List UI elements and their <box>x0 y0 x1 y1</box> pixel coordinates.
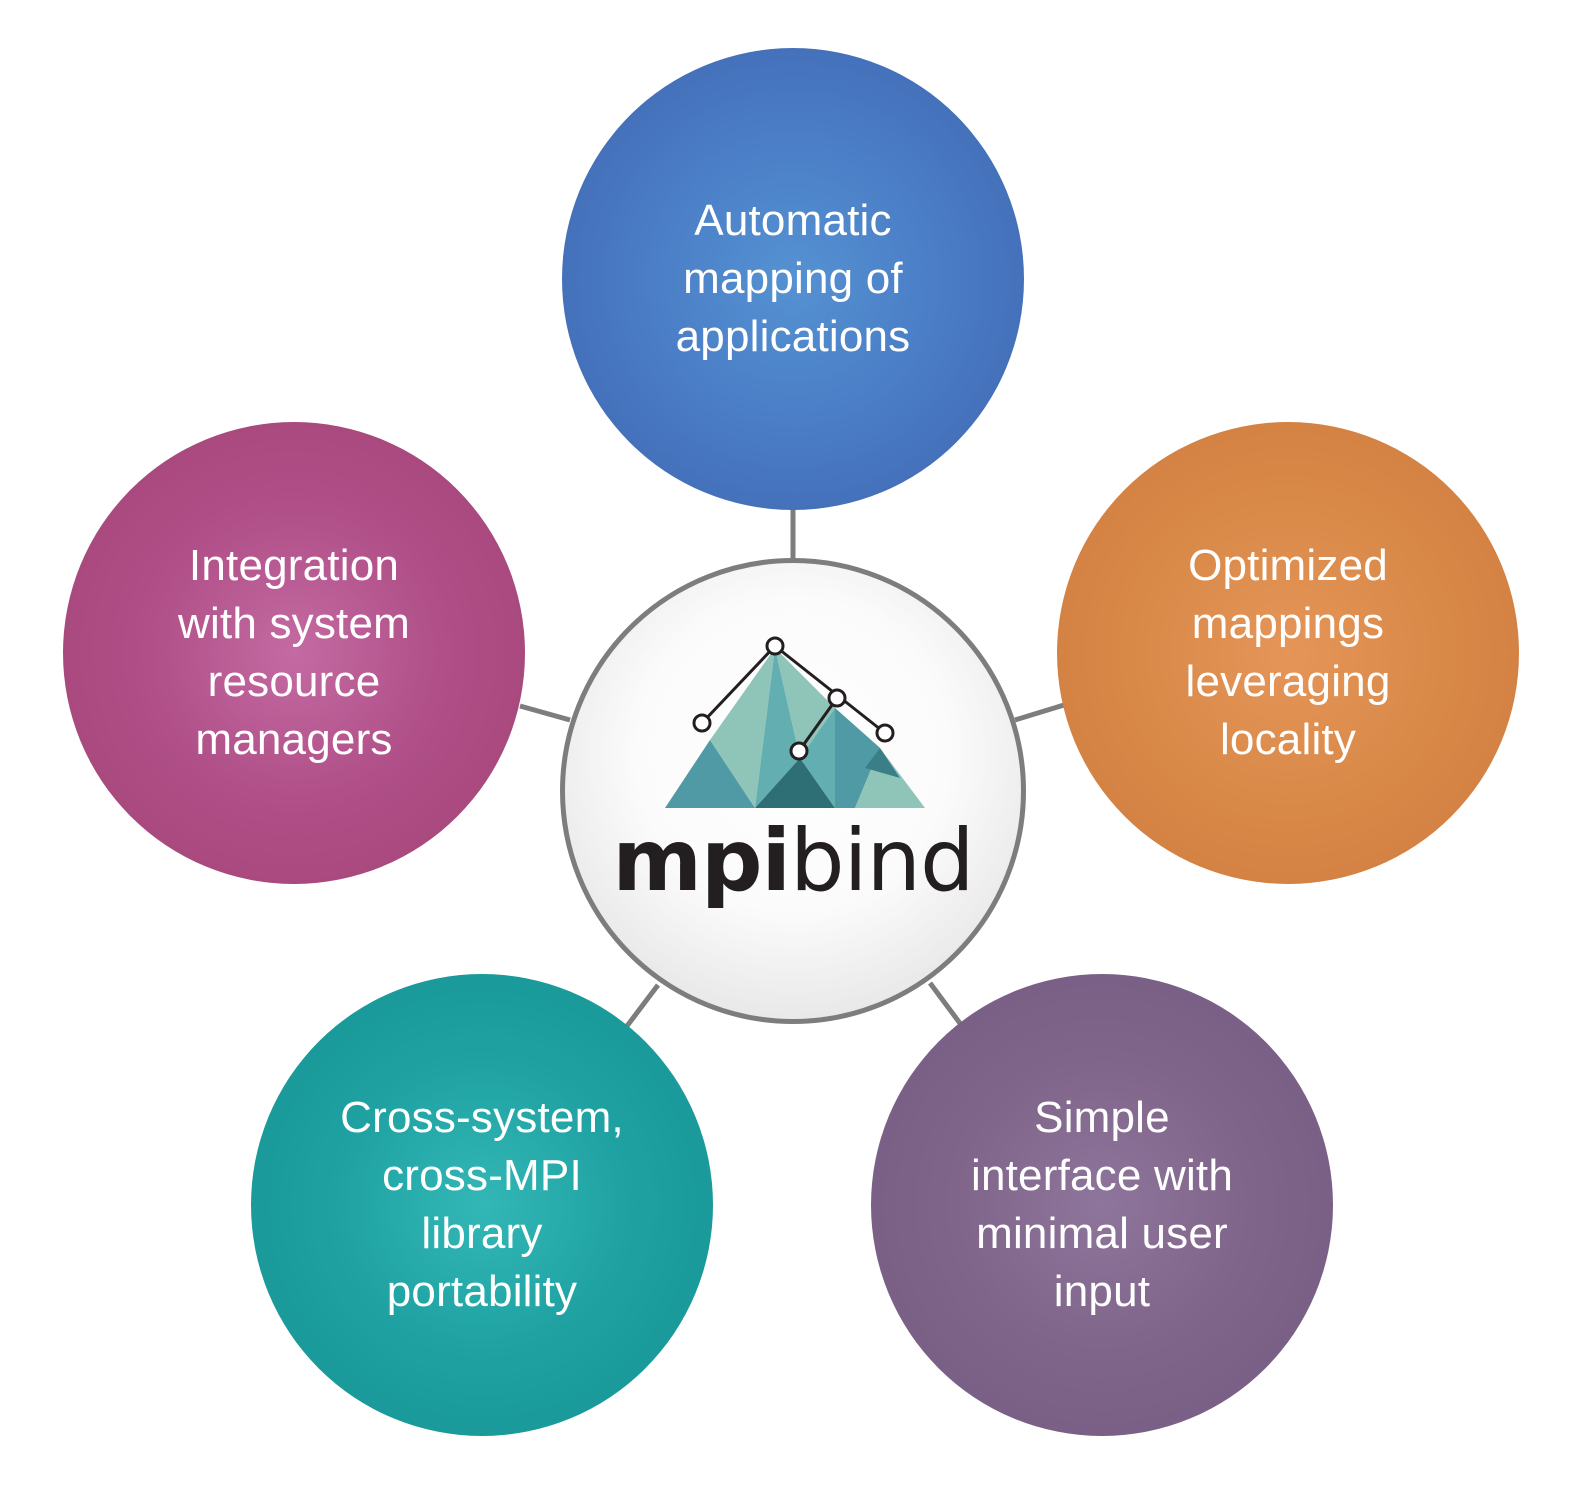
connector-right <box>1014 702 1065 723</box>
connector-left <box>519 703 571 723</box>
connector-bottom-right <box>927 981 965 1028</box>
feature-circle-optimized-mappings: Optimized mappings leveraging locality <box>1057 422 1519 884</box>
feature-circle-portability: Cross-system, cross-MPI library portabil… <box>251 974 713 1436</box>
feature-label: Integration with system resource manager… <box>177 541 411 764</box>
hub-circle: mpibind <box>560 558 1026 1024</box>
feature-circle-integration: Integration with system resource manager… <box>63 422 525 884</box>
feature-circle-automatic-mapping: Automatic mapping of applications <box>562 48 1024 510</box>
feature-label: Cross-system, cross-MPI library portabil… <box>340 1093 624 1316</box>
feature-circle-simple-interface: Simple interface with minimal user input <box>871 974 1333 1436</box>
connector-bottom-left <box>625 983 660 1028</box>
feature-label: Automatic mapping of applications <box>675 196 911 361</box>
mountain-tree-logo-icon <box>665 636 925 808</box>
logo-wordmark: mpibind <box>565 811 1021 911</box>
logo-word-bold: mpi <box>612 811 791 911</box>
feature-label: Optimized mappings leveraging locality <box>1185 541 1391 764</box>
feature-label: Simple interface with minimal user input <box>970 1093 1234 1316</box>
logo-word-light: bind <box>790 811 975 911</box>
